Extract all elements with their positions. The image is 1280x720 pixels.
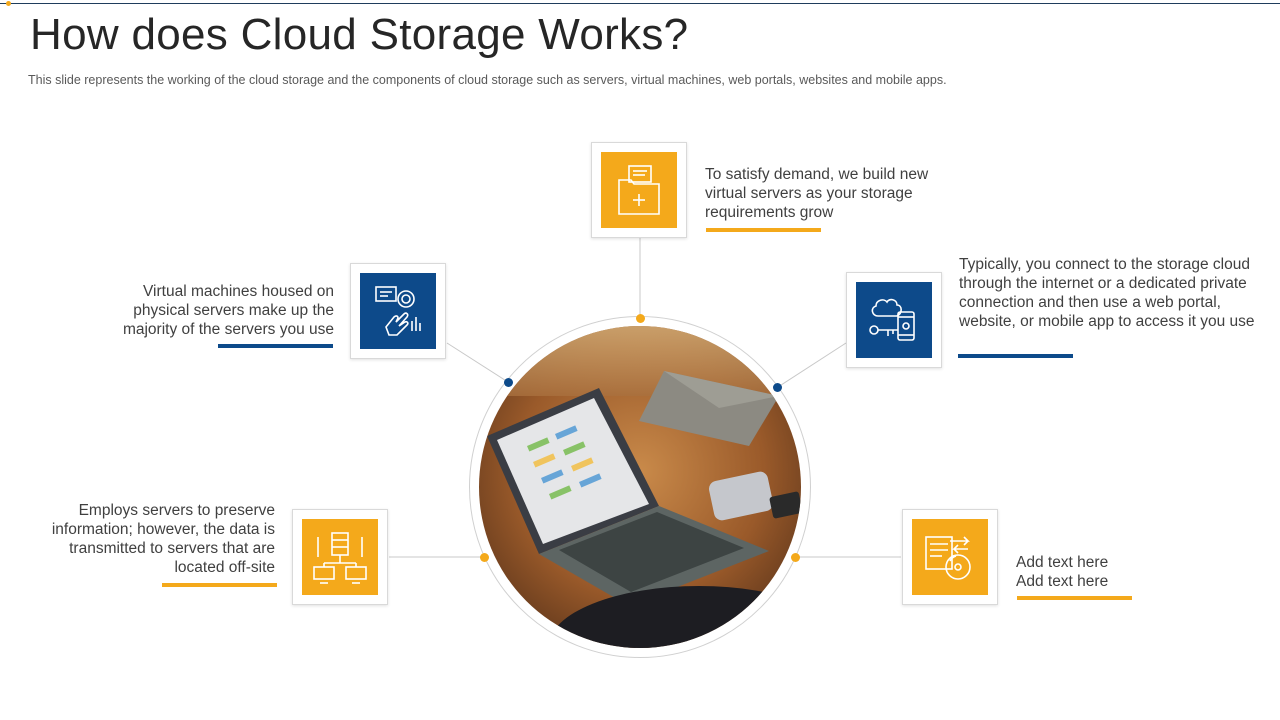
item-left-lower-text: Employs servers to preserve information;… xyxy=(51,502,275,576)
item-right-lower-line-2: Add text here xyxy=(1016,573,1109,590)
laptop-photo xyxy=(479,326,801,648)
top-rule xyxy=(0,3,1280,4)
connector-dot-right-upper xyxy=(773,383,782,392)
item-left-upper-frame xyxy=(350,263,446,359)
item-right-upper-text: Typically, you connect to the storage cl… xyxy=(959,256,1255,330)
item-right-lower-tile xyxy=(912,519,988,595)
cloud-mobile-icon xyxy=(869,298,915,341)
item-top-text: To satisfy demand, we build new virtual … xyxy=(705,166,929,221)
connector-dot-left-upper xyxy=(504,378,513,387)
item-top-frame xyxy=(591,142,687,238)
item-top-underline xyxy=(706,228,821,232)
server-network-icon xyxy=(313,532,367,584)
item-left-upper-tile xyxy=(360,273,436,349)
item-right-lower-line-1: Add text here xyxy=(1016,554,1109,571)
connector-dot-right-lower xyxy=(791,553,800,562)
slide-subtitle: This slide represents the working of the… xyxy=(28,73,947,87)
connector-dot-left-lower xyxy=(480,553,489,562)
item-right-upper-tile xyxy=(856,282,932,358)
item-right-lower-text: Add text here Add text here xyxy=(1016,553,1216,591)
item-top-tile xyxy=(601,152,677,228)
item-right-upper-frame xyxy=(846,272,942,368)
item-left-upper-underline xyxy=(218,344,333,348)
item-left-lower-frame xyxy=(292,509,388,605)
item-right-lower-frame xyxy=(902,509,998,605)
connector-dot-top xyxy=(636,314,645,323)
item-left-lower-tile xyxy=(302,519,378,595)
document-disc-icon xyxy=(925,536,971,580)
item-right-upper-underline xyxy=(958,354,1073,358)
touch-screen-icon xyxy=(375,286,421,336)
item-left-lower-underline xyxy=(162,583,277,587)
top-accent-dot xyxy=(6,1,11,6)
item-right-lower-underline xyxy=(1017,596,1132,600)
item-left-upper-text: Virtual machines housed on physical serv… xyxy=(122,283,334,338)
folder-add-icon xyxy=(618,165,660,215)
slide-title: How does Cloud Storage Works? xyxy=(30,10,689,59)
connector-right-upper xyxy=(777,342,847,388)
connector-left-upper xyxy=(446,342,509,383)
